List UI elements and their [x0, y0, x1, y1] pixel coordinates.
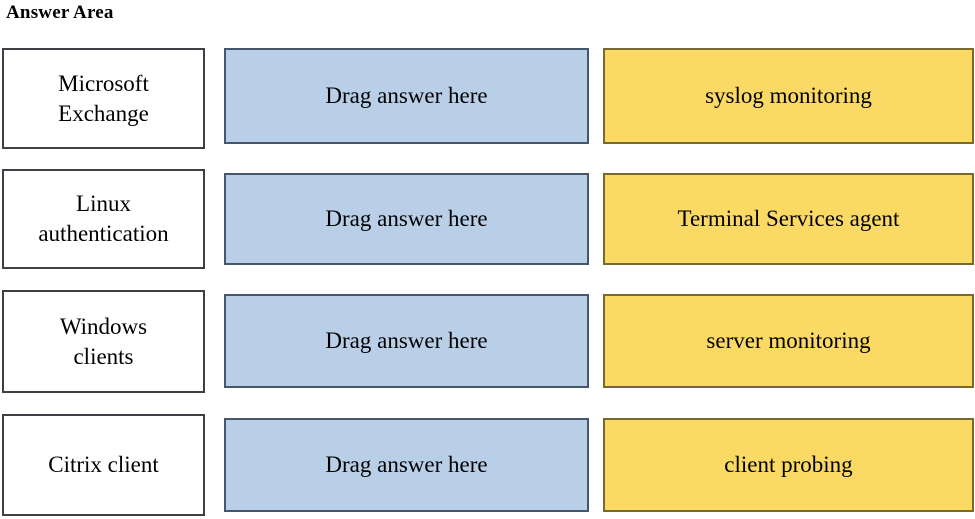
target-item-2-label: Linux authentication [38, 191, 169, 246]
target-item-3: Windows clients [2, 290, 205, 393]
target-item-4-label: Citrix client [48, 452, 159, 477]
drop-zone-2[interactable]: Drag answer here [224, 173, 589, 265]
answer-row: Linux authentication Drag answer here Te… [0, 169, 975, 269]
answer-row: Citrix client Drag answer here client pr… [0, 414, 975, 516]
drop-zone-1[interactable]: Drag answer here [224, 48, 589, 144]
target-item-1-label: Microsoft Exchange [58, 70, 149, 126]
target-item-4: Citrix client [2, 414, 205, 516]
answer-option-server-monitoring[interactable]: server monitoring [603, 294, 974, 388]
answer-row: Microsoft Exchange Drag answer here sysl… [0, 48, 975, 149]
answer-area-grid: Microsoft Exchange Drag answer here sysl… [0, 31, 975, 519]
answer-option-4-label: client probing [724, 452, 853, 477]
answer-option-client-probing[interactable]: client probing [603, 418, 974, 512]
answer-option-terminal-services-agent[interactable]: Terminal Services agent [603, 173, 974, 265]
target-item-2: Linux authentication [2, 169, 205, 269]
drop-zone-3-label: Drag answer here [325, 328, 488, 353]
drop-zone-1-label: Drag answer here [325, 83, 488, 108]
answer-option-syslog-monitoring[interactable]: syslog monitoring [603, 48, 974, 144]
answer-option-1-label: syslog monitoring [705, 83, 872, 108]
answer-row: Windows clients Drag answer here server … [0, 290, 975, 393]
target-item-1: Microsoft Exchange [2, 48, 205, 149]
page-title: Answer Area [6, 2, 114, 23]
drop-zone-3[interactable]: Drag answer here [224, 294, 589, 388]
answer-option-2-label: Terminal Services agent [677, 206, 900, 231]
drop-zone-2-label: Drag answer here [325, 206, 488, 231]
answer-option-3-label: server monitoring [706, 328, 871, 353]
target-item-3-label: Windows clients [59, 313, 148, 369]
drop-zone-4-label: Drag answer here [325, 452, 488, 477]
drop-zone-4[interactable]: Drag answer here [224, 418, 589, 512]
